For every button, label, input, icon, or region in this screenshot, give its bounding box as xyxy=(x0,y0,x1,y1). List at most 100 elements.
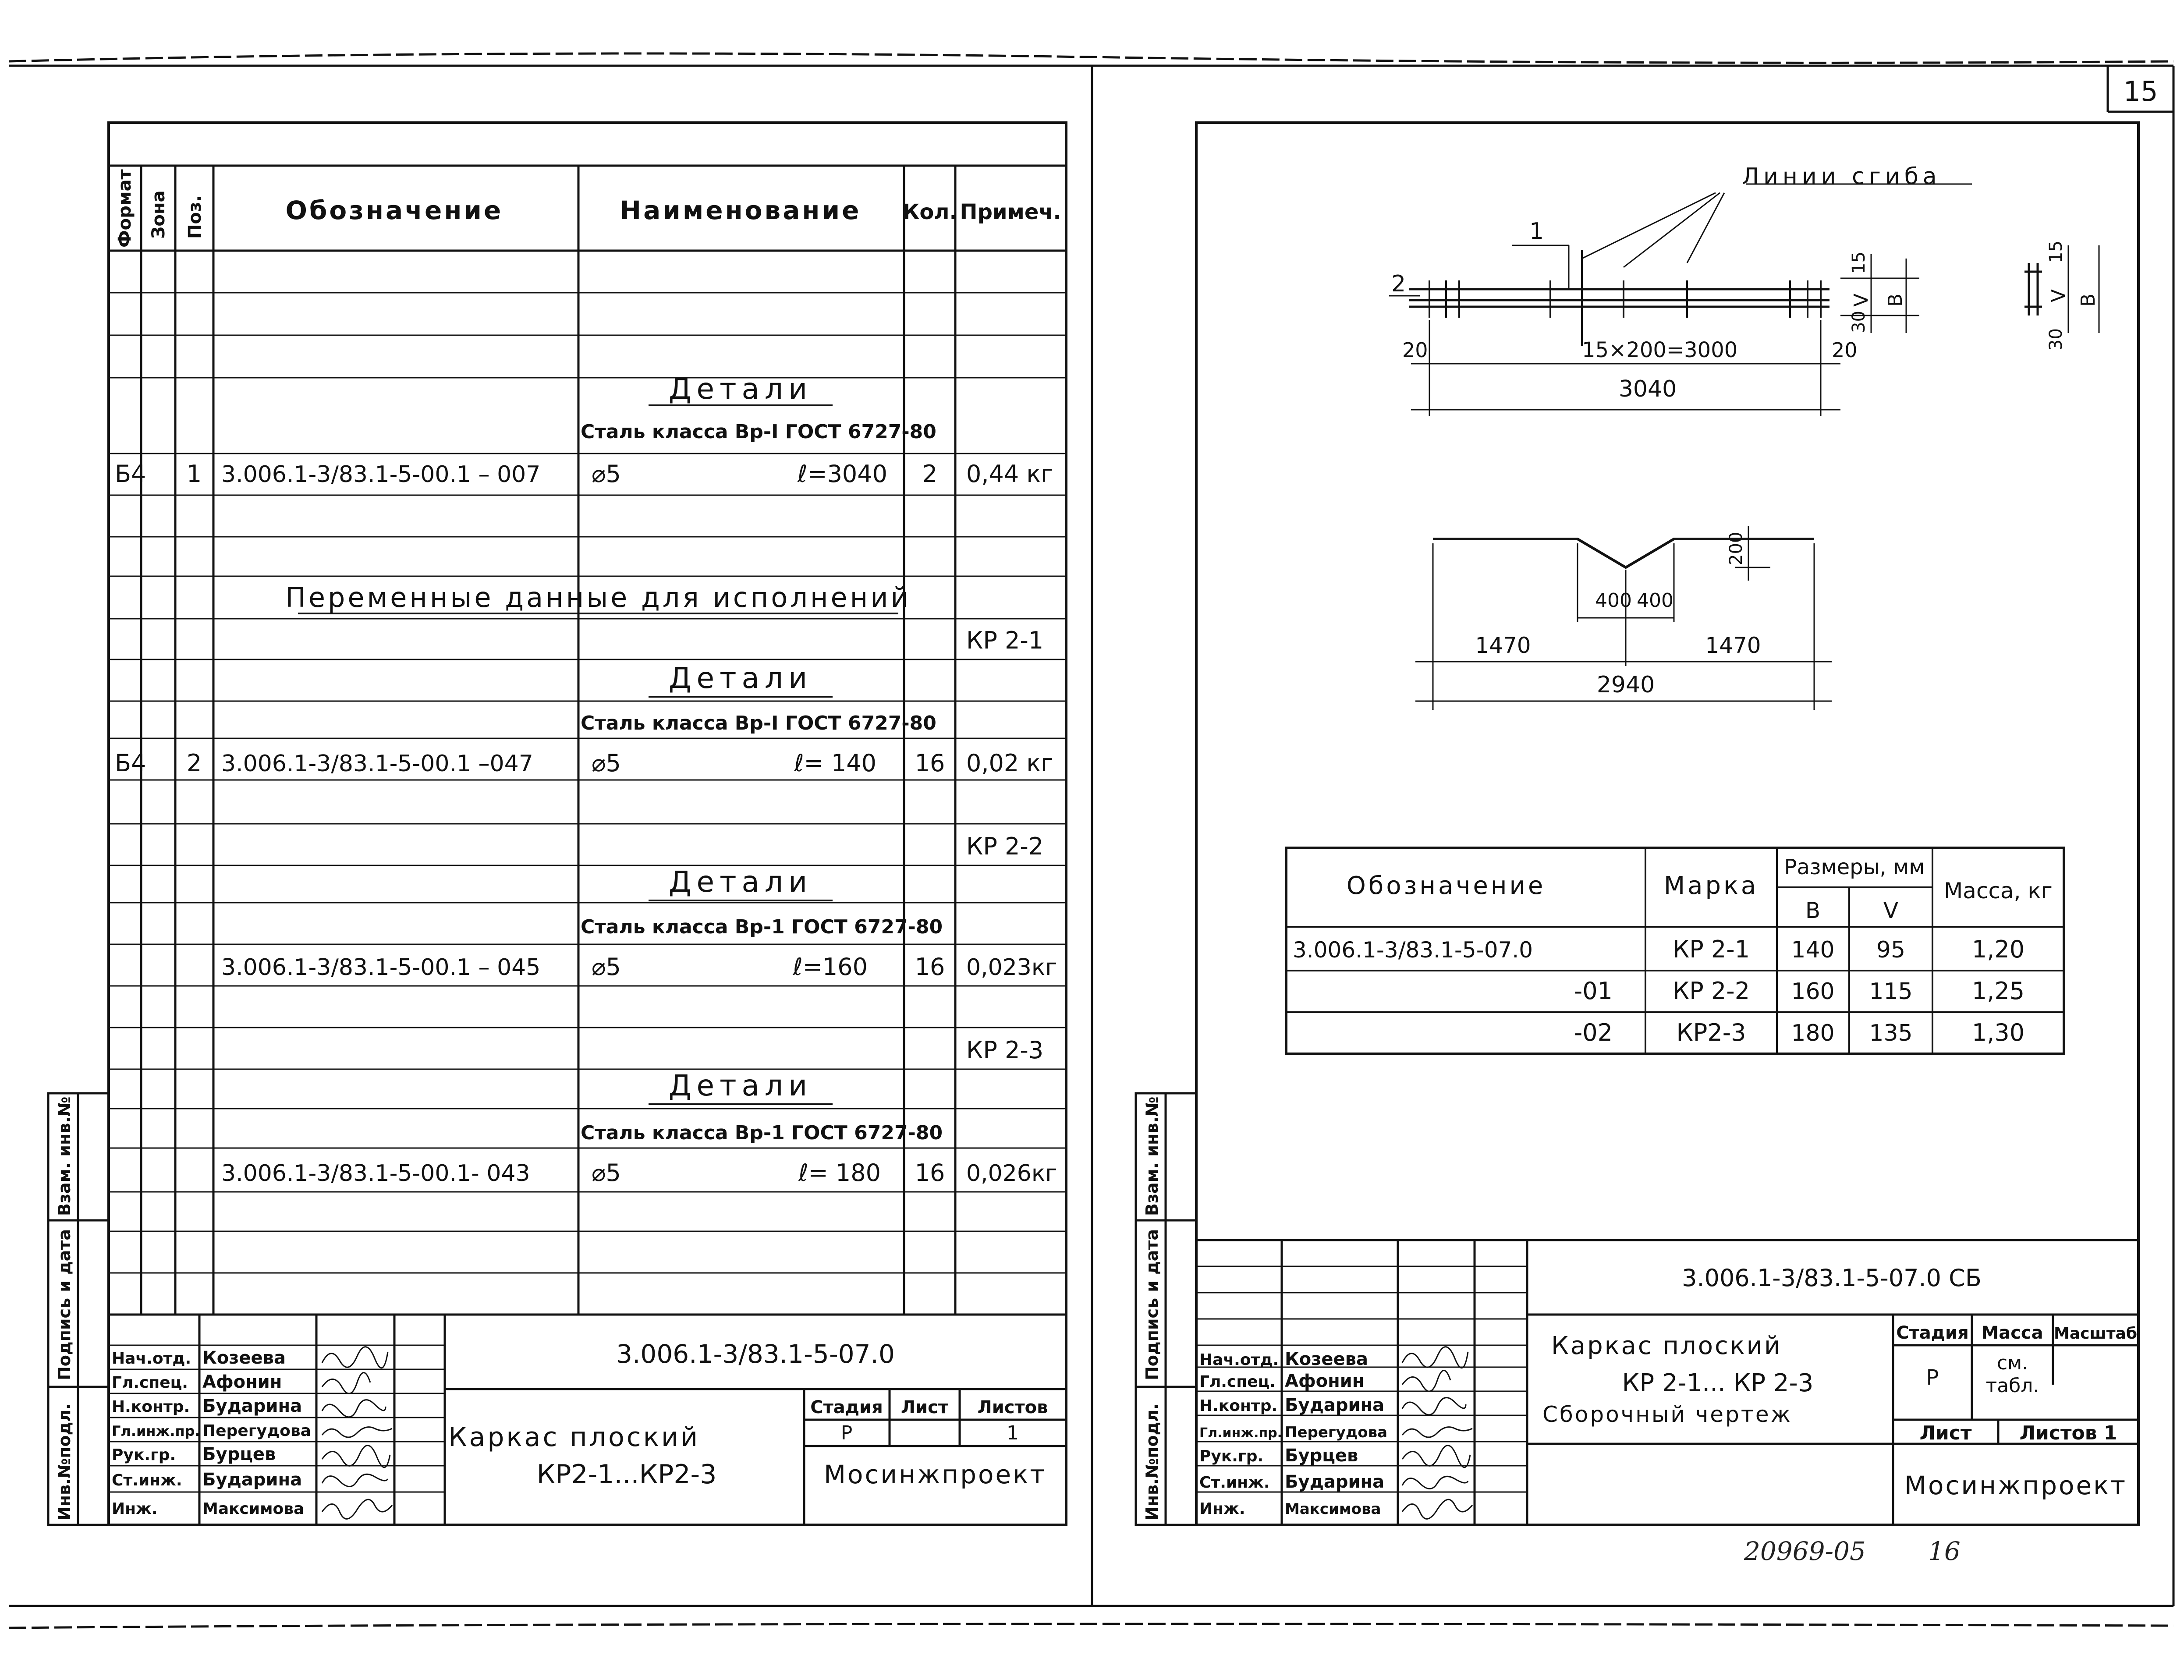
bent-dimensions xyxy=(1415,526,1832,710)
right-staff-role-1: Гл.спец. xyxy=(1199,1373,1276,1391)
mark-row-2-designation: -02 xyxy=(1574,1019,1613,1046)
section-details-3: Детали xyxy=(669,865,812,899)
left-staff-name-0: Козеева xyxy=(202,1348,286,1368)
header-qty: Кол. xyxy=(902,200,957,224)
dim-200: 200 xyxy=(1726,532,1746,565)
dim-20a: 20 xyxy=(1402,338,1428,362)
row3-designation: 3.006.1-3/83.1-5-00.1 – 045 xyxy=(221,954,540,981)
right-stamp-stage: Р xyxy=(1926,1365,1939,1390)
row2-format: Б4 xyxy=(115,749,146,777)
left-staff-role-5: Ст.инж. xyxy=(112,1471,182,1489)
right-frame xyxy=(1195,121,2140,1526)
frame-plan-view xyxy=(1409,288,1829,308)
left-staff-name-4: Бурцев xyxy=(202,1444,276,1464)
left-staff-role-0: Нач.отд. xyxy=(112,1350,191,1368)
mark-row-0-designation: 3.006.1-3/83.1-5-07.0 xyxy=(1293,937,1533,963)
left-stamp-grid xyxy=(109,1313,1066,1525)
right-stamp-code: 3.006.1-3/83.1-5-07.0 СБ xyxy=(1682,1264,1982,1292)
right-stamp-mass-cell: см. табл. xyxy=(1985,1352,2039,1397)
sec-dim-b: В xyxy=(2077,294,2099,307)
left-side-inv-orig: Инв.№подл. xyxy=(55,1403,74,1521)
page-number: 15 xyxy=(2124,75,2158,107)
header-name: Наименование xyxy=(620,195,862,225)
section-view xyxy=(2024,263,2042,315)
right-stamp-stage-header: Стадия xyxy=(1896,1323,1969,1343)
right-stamp-mass-header: Масса xyxy=(1981,1323,2043,1343)
sheet-frame xyxy=(8,52,2175,1629)
row1-qty: 2 xyxy=(922,460,937,488)
plan-dimensions xyxy=(1411,254,1919,416)
mark-header-b: В xyxy=(1805,898,1820,923)
left-staff-name-3: Перегудова xyxy=(202,1422,311,1440)
steel-class-4: Сталь класса Вр-1 ГОСТ 6727-80 xyxy=(581,1122,943,1144)
dim-b: В xyxy=(1884,294,1907,307)
sec-dim-v: V xyxy=(2047,289,2070,302)
right-stamp-title-l3: Сборочный чертеж xyxy=(1542,1402,1792,1427)
header-note: Примеч. xyxy=(960,200,1061,224)
right-staff-role-4: Рук.гр. xyxy=(1199,1447,1263,1465)
right-staff-list: Нач.отд. Козеева Гл.спец. Афонин Н.контр… xyxy=(1199,1349,1387,1518)
left-staff-name-2: Бударина xyxy=(202,1396,302,1416)
row2-length: ℓ= 140 xyxy=(794,749,876,777)
dim-span: 15×200=3000 xyxy=(1582,338,1737,362)
dim-1470a: 1470 xyxy=(1475,633,1531,658)
right-stamp-title-l1: Каркас плоский xyxy=(1551,1332,1782,1360)
kp22-label: КР 2-2 xyxy=(966,833,1043,860)
mark-table-frame xyxy=(1285,847,2065,1055)
header-format: Формат xyxy=(115,169,135,248)
mark-row-2-v: 135 xyxy=(1869,1020,1912,1046)
bend-lines-label: Линии сгиба xyxy=(1742,163,1941,190)
left-side-strip xyxy=(47,1092,110,1526)
row3-length: ℓ=160 xyxy=(792,953,868,981)
mark-header-v: V xyxy=(1883,898,1898,923)
row3-note: 0,023кг xyxy=(966,954,1057,981)
dim-1470b: 1470 xyxy=(1705,633,1761,658)
sec-dim-30: 30 xyxy=(2046,328,2066,351)
frame-rods xyxy=(1429,250,1822,346)
right-staff-role-6: Инж. xyxy=(1199,1500,1245,1518)
kp23-label: КР 2-3 xyxy=(966,1036,1043,1064)
dim-400a: 400 xyxy=(1595,589,1632,612)
left-stamp-title-l2: КР2-1...КР2-3 xyxy=(537,1459,717,1490)
right-stamp-rows xyxy=(1196,1265,1527,1493)
bend-leaders xyxy=(1389,183,1972,297)
right-stamp-scale-header: Масштаб xyxy=(2054,1325,2137,1343)
right-staff-role-5: Ст.инж. xyxy=(1199,1474,1270,1492)
mark-row-0-mass: 1,20 xyxy=(1972,936,2024,963)
left-staff-name-6: Максимова xyxy=(202,1500,304,1518)
row1-dia: ⌀5 xyxy=(592,460,621,488)
right-staff-name-0: Козеева xyxy=(1285,1349,1368,1369)
row3-dia: ⌀5 xyxy=(592,953,621,981)
left-stamp-title-l1: Каркас плоский xyxy=(448,1422,700,1453)
dim-15: 15 xyxy=(1849,252,1869,274)
dim-400b: 400 xyxy=(1637,589,1673,612)
left-staff-role-1: Гл.спец. xyxy=(112,1374,188,1392)
mark-row-0-mark: КР 2-1 xyxy=(1673,936,1750,963)
mark-row-2-b: 180 xyxy=(1791,1020,1834,1046)
archive-number: 20969-05 xyxy=(1744,1536,1866,1566)
right-stamp-mass: см. табл. xyxy=(1985,1352,2039,1397)
right-stamp-sheet-header: Лист xyxy=(1920,1422,1972,1444)
left-staff-role-6: Инж. xyxy=(112,1500,158,1518)
right-staff-name-1: Афонин xyxy=(1285,1371,1364,1391)
dim-3040: 3040 xyxy=(1619,376,1677,402)
mark-table-rows: 3.006.1-3/83.1-5-07.0 КР 2-1 140 95 1,20… xyxy=(1293,936,2024,1046)
left-stamp-rows xyxy=(109,1344,445,1493)
row1-format: Б4 xyxy=(115,460,146,488)
right-side-inv-orig: Инв.№подл. xyxy=(1142,1403,1162,1521)
right-staff-name-2: Бударина xyxy=(1285,1395,1384,1415)
row2-designation: 3.006.1-3/83.1-5-00.1 –047 xyxy=(221,751,533,777)
spec-rows xyxy=(109,292,1066,1274)
row4-note: 0,026кг xyxy=(966,1160,1057,1187)
section-underlines xyxy=(298,404,898,1105)
right-staff-role-3: Гл.инж.пр. xyxy=(1199,1425,1282,1441)
steel-class-3: Сталь класса Вр-1 ГОСТ 6727-80 xyxy=(581,916,943,938)
leader-label-1: 1 xyxy=(1529,218,1544,245)
row2-pos: 2 xyxy=(187,749,202,777)
dim-2940: 2940 xyxy=(1597,672,1655,698)
left-stamp-sheets: 1 xyxy=(1007,1422,1019,1444)
left-side-vzam: Взам. инв.№ xyxy=(55,1097,74,1216)
section-details-4: Детали xyxy=(669,1069,812,1102)
right-side-sign-date: Подпись и дата xyxy=(1142,1229,1162,1380)
mark-row-1-designation: -01 xyxy=(1574,977,1613,1005)
